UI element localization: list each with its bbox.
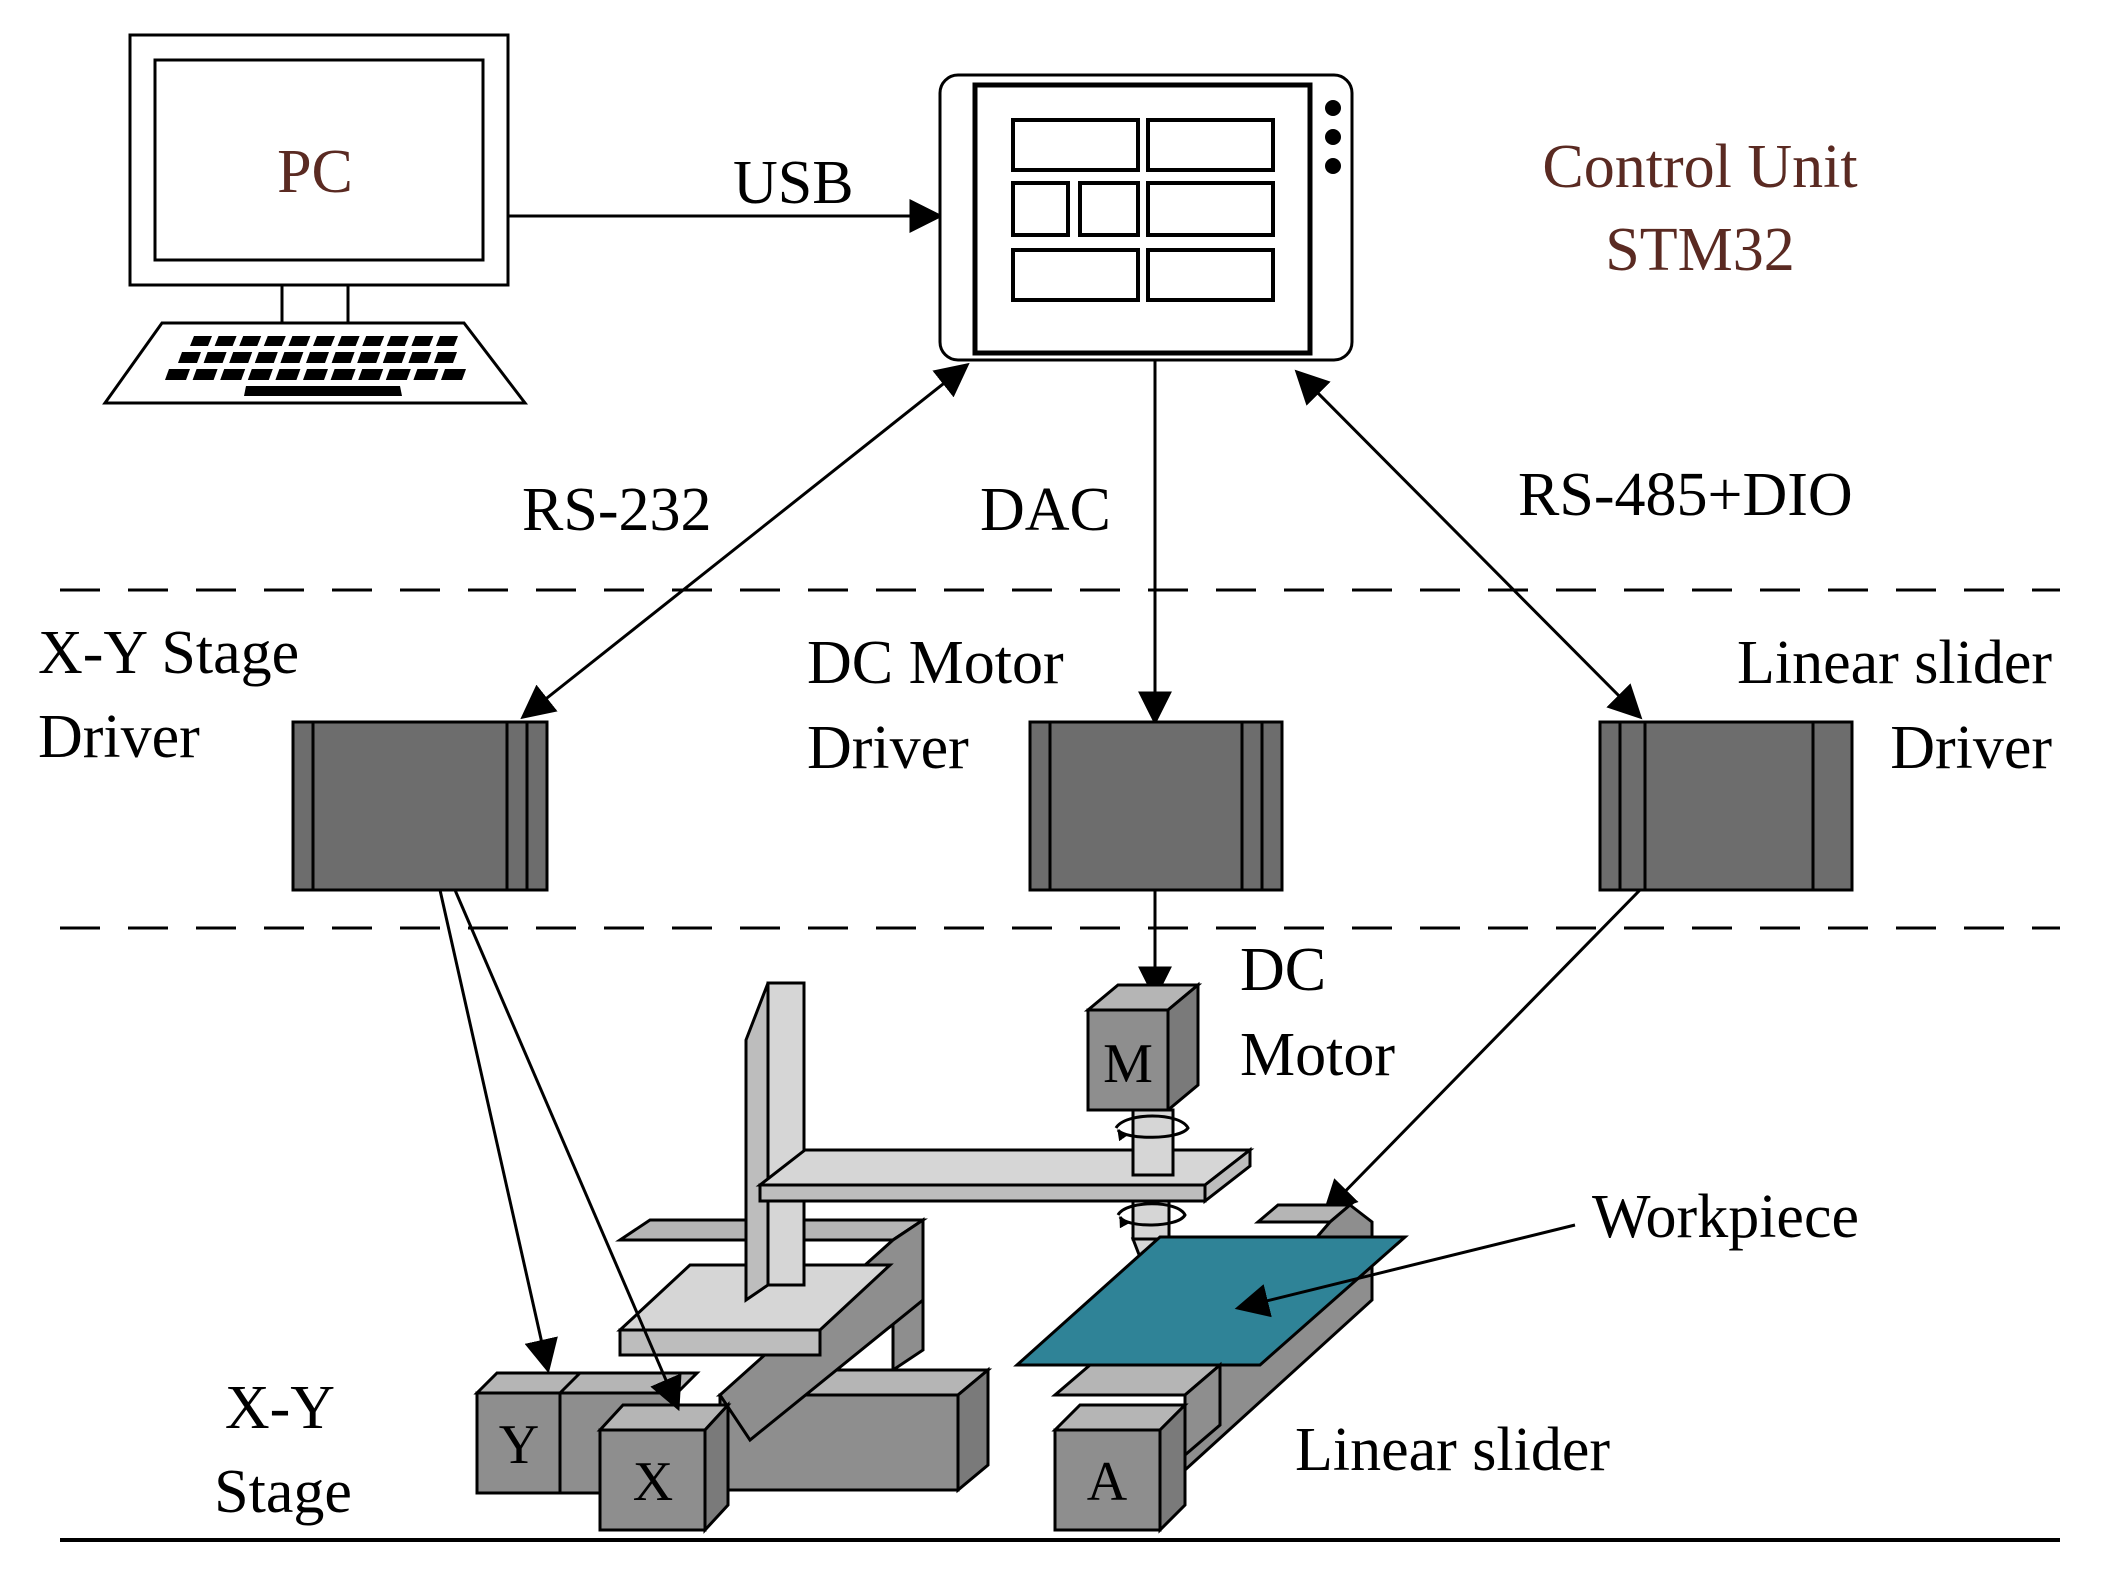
keyboard-key (178, 352, 201, 363)
xy-driver-to-x (453, 889, 682, 1412)
stage-plate (616, 1263, 894, 1357)
xy-driver-label-line2: Driver (38, 703, 200, 771)
screen-tile (1146, 248, 1275, 302)
keyboard-key (254, 352, 278, 363)
keyboard-key (434, 352, 457, 363)
keyboard-key (386, 336, 409, 346)
keyboard-key (280, 352, 304, 363)
dac-label: DAC (980, 476, 1111, 544)
device-button (1325, 100, 1341, 116)
workpiece-label: Workpiece (1592, 1183, 1859, 1251)
xy-stage-driver (291, 720, 549, 892)
keyboard-key (436, 336, 458, 346)
keyboard-key (247, 369, 273, 380)
keyboard-key (288, 336, 311, 346)
control-unit-device (938, 73, 1354, 362)
x-axis-label: X (633, 1451, 673, 1513)
dc-driver-label-line2: Driver (807, 714, 969, 782)
vertical-column (744, 981, 806, 1303)
keyboard-key (362, 336, 385, 346)
keyboard-key (408, 352, 432, 363)
xy-stage-label-line1: X-Y (225, 1374, 335, 1442)
screen-tile (1146, 181, 1275, 237)
keyboard-key (239, 336, 262, 346)
slider-driver-label-line1: Linear slider (1737, 629, 2052, 697)
keyboard-key (330, 369, 356, 380)
keyboard-spacebar (244, 386, 402, 396)
linear-slider-driver (1598, 720, 1854, 892)
xy-driver-label-line1: X-Y Stage (38, 619, 299, 687)
rs232-label: RS-232 (522, 476, 711, 544)
y-axis-label: Y (499, 1414, 539, 1476)
keyboard-key (385, 369, 411, 380)
keyboard-key (306, 352, 329, 363)
spindle (1114, 1108, 1190, 1281)
dc-motor (1083, 981, 1203, 1114)
device-button (1325, 129, 1341, 145)
screen-tile (1146, 118, 1275, 172)
dc-motor-driver (1028, 720, 1284, 892)
keyboard-key (263, 336, 286, 346)
slider-driver-label-line2: Driver (1890, 714, 2052, 782)
motor-mark: M (1103, 1033, 1153, 1095)
pc-computer: PC (102, 33, 529, 405)
keyboard-key (220, 369, 246, 380)
control-unit-label-line2: STM32 (1605, 216, 1794, 284)
keyboard-key (229, 352, 253, 363)
keyboard-key (337, 336, 360, 346)
keyboard-key (411, 336, 434, 346)
xy-stage-label-line2: Stage (214, 1458, 352, 1526)
pc-screen (153, 58, 485, 262)
keyboard-key (165, 369, 190, 380)
screen-tile (1078, 181, 1140, 237)
a-axis-label: A (1087, 1451, 1128, 1513)
keyboard-key (357, 352, 381, 363)
control-unit-label-line1: Control Unit (1542, 133, 1857, 201)
keyboard-keys (165, 336, 466, 396)
horizontal-arm (755, 1146, 1255, 1205)
dc-motor-label-line1: DC (1240, 936, 1326, 1004)
keyboard-key (192, 369, 218, 380)
keyboard-key (203, 352, 227, 363)
keyboard-key (303, 369, 328, 380)
linear-slider-label: Linear slider (1295, 1416, 1610, 1484)
pc-stand (280, 283, 350, 325)
keyboard-key (214, 336, 237, 346)
workpiece-pointer (1234, 1223, 1576, 1318)
rs232-link (520, 362, 970, 720)
dc-motor-label-line2: Motor (1240, 1021, 1395, 1089)
rs485-link (1294, 369, 1643, 720)
rs485-label: RS-485+DIO (1518, 461, 1853, 529)
slider-driver-to-slider (1322, 888, 1642, 1215)
keyboard-key (313, 336, 335, 346)
usb-label: USB (733, 149, 854, 217)
screen-tile (1011, 118, 1140, 172)
screen-tile (1011, 248, 1140, 302)
linear-slider-block (1050, 1361, 1225, 1459)
pc-label: PC (277, 138, 353, 206)
keyboard-key (358, 369, 384, 380)
dc-driver-label-line1: DC Motor (807, 629, 1064, 697)
screen-tile (1011, 181, 1070, 237)
a-axis-block (1051, 1401, 1189, 1534)
keyboard-key (382, 352, 406, 363)
device-button (1325, 158, 1341, 174)
x-axis-block (596, 1401, 732, 1534)
keyboard-key (441, 369, 466, 380)
xy-driver-to-y (438, 889, 558, 1374)
keyboard-key (331, 352, 355, 363)
keyboard-key (413, 369, 439, 380)
keyboard-key (190, 336, 212, 346)
keyboard-key (275, 369, 301, 380)
